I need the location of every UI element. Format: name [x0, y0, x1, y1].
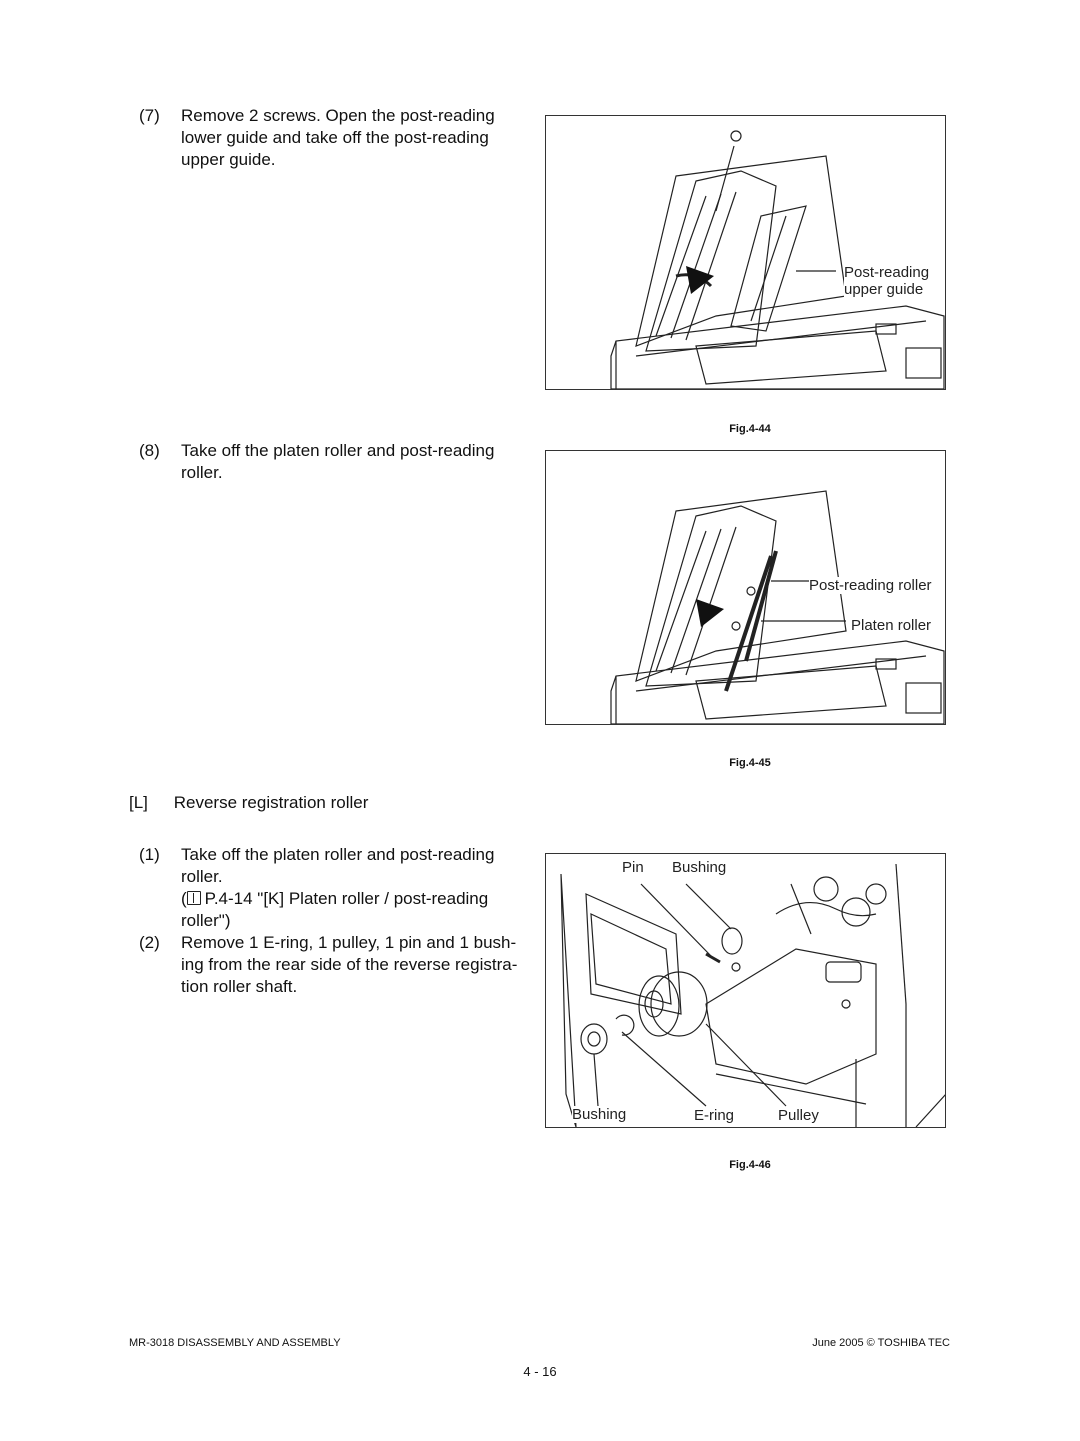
- step-text: Remove 1 E-ring, 1 pulley, 1 pin and 1 b…: [181, 933, 518, 996]
- callout-e-ring: E-ring: [694, 1107, 735, 1124]
- cross-reference: (P.4-14 "[K] Platen roller / post-readin…: [181, 889, 489, 930]
- figure-4-45: Post-reading roller Platen roller: [545, 450, 946, 725]
- reverse-registration-roller-illustration: [560, 863, 945, 1127]
- figure-caption: Fig.4-45: [729, 757, 771, 769]
- step-8: (8) Take off the platen roller and post-…: [139, 440, 524, 484]
- step-text: Take off the platen roller and post-read…: [181, 845, 495, 886]
- section-heading: [L] Reverse registration roller: [129, 793, 368, 813]
- step-text: Take off the platen roller and post-read…: [181, 441, 495, 482]
- callout-post-reading-roller: Post-reading roller: [809, 577, 932, 594]
- step-number: (2): [139, 933, 160, 952]
- callout-platen-roller: Platen roller: [851, 617, 932, 634]
- step-number: (8): [139, 441, 160, 460]
- figure-4-44: Post-reading upper guide: [545, 115, 946, 390]
- callout-post-reading: Post-reading: [844, 264, 930, 281]
- section-tag: [L]: [129, 793, 148, 812]
- step-text: Remove 2 screws. Open the post-reading l…: [181, 106, 495, 169]
- figure-caption: Fig.4-46: [729, 1159, 771, 1171]
- callout-bushing-top: Bushing: [672, 859, 727, 876]
- callout-pulley: Pulley: [778, 1107, 819, 1124]
- step-7: (7) Remove 2 screws. Open the post-readi…: [139, 105, 524, 171]
- platen-roller-illustration: [610, 490, 945, 724]
- footer-document-title: MR-3018 DISASSEMBLY AND ASSEMBLY: [129, 1337, 341, 1349]
- callout-upper-guide: upper guide: [844, 281, 924, 298]
- section-title: Reverse registration roller: [173, 793, 369, 812]
- post-reading-upper-guide-illustration: [610, 130, 945, 389]
- book-icon: [186, 891, 201, 905]
- step-2: (2) Remove 1 E-ring, 1 pulley, 1 pin and…: [139, 932, 524, 998]
- figure-4-46: Pin Bushing Bushing E-ring Pulley: [545, 853, 946, 1128]
- page-number: 4 - 16: [523, 1364, 557, 1379]
- step-number: (7): [139, 106, 160, 125]
- cross-reference-text: P.4-14 "[K] Platen roller / post-reading…: [181, 889, 489, 930]
- step-number: (1): [139, 845, 160, 864]
- figure-caption: Fig.4-44: [729, 423, 771, 435]
- step-1: (1) Take off the platen roller and post-…: [139, 844, 524, 932]
- callout-bushing-bottom: Bushing: [572, 1106, 627, 1123]
- footer-date-copyright: June 2005 © TOSHIBA TEC: [812, 1337, 950, 1349]
- callout-pin: Pin: [622, 859, 644, 876]
